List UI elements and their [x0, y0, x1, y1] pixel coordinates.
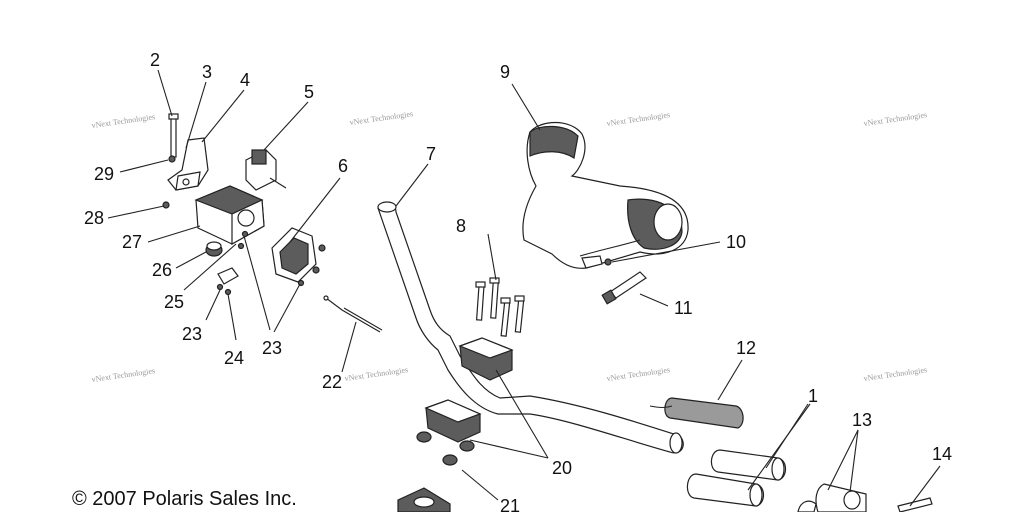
part-bracket — [167, 137, 209, 191]
callout-7: 7 — [426, 144, 436, 164]
part-lower-housing-6 — [271, 227, 326, 283]
callout-24: 24 — [224, 348, 244, 368]
callout-13: 13 — [852, 410, 872, 430]
callout-9: 9 — [500, 62, 510, 82]
part-switch-5 — [245, 149, 287, 191]
watermark: vNext Technologies — [349, 109, 414, 127]
callout-12: 12 — [736, 338, 756, 358]
callout-27: 27 — [122, 232, 142, 252]
callout-14: 14 — [932, 444, 952, 464]
callout-2: 2 — [150, 50, 160, 70]
part-cable-22 — [323, 295, 383, 333]
callout-5: 5 — [304, 82, 314, 102]
part-handlebar-7 — [377, 201, 684, 454]
part-clamp-upper-20 — [458, 337, 514, 381]
watermark: vNext Technologies — [91, 366, 156, 384]
part-tubes-1 — [686, 449, 787, 507]
callout-22: 22 — [322, 372, 342, 392]
watermark: vNext Technologies — [863, 365, 928, 383]
part-screw-10 — [604, 258, 612, 266]
part-rod-14 — [897, 497, 933, 512]
callout-21: 21 — [500, 496, 520, 512]
leader-lines — [107, 69, 941, 507]
watermark: vNext Technologies — [344, 365, 409, 383]
watermark: vNext Technologies — [91, 112, 156, 130]
callout-20: 20 — [552, 458, 572, 478]
part-knob-26 — [205, 241, 223, 257]
callout-4: 4 — [240, 70, 250, 90]
callout-25: 25 — [164, 292, 184, 312]
copyright-notice: © 2007 Polaris Sales Inc. — [72, 488, 297, 510]
callout-6: 6 — [338, 156, 348, 176]
watermark: vNext Technologies — [606, 365, 671, 383]
callout-3: 3 — [202, 62, 212, 82]
part-strap-11 — [601, 271, 647, 305]
part-cover-9 — [522, 122, 689, 269]
callout-29: 29 — [94, 164, 114, 184]
callout-10: 10 — [726, 232, 746, 252]
part-nut-28 — [162, 201, 170, 209]
part-clamp-lower-20 — [416, 399, 482, 466]
callout-8: 8 — [456, 216, 466, 236]
watermark: vNext Technologies — [863, 110, 928, 128]
callout-23-right: 23 — [262, 338, 282, 358]
part-housing-27 — [194, 185, 265, 246]
callout-11: 11 — [674, 298, 693, 318]
callout-labels: 2 3 4 5 29 28 27 26 25 23 24 23 6 7 9 8 … — [84, 50, 952, 512]
callout-28: 28 — [84, 208, 104, 228]
part-bolts-8 — [475, 277, 525, 337]
part-grip-12 — [649, 397, 744, 429]
callout-26: 26 — [152, 260, 172, 280]
callout-1: 1 — [808, 386, 818, 406]
part-bolt-2 — [168, 113, 179, 158]
callout-23-left: 23 — [182, 324, 202, 344]
part-plate-24 — [217, 267, 239, 285]
part-washer-29 — [168, 155, 176, 163]
watermark: vNext Technologies — [606, 110, 671, 128]
part-ends-13 — [797, 483, 867, 512]
part-mount-21 — [397, 487, 451, 512]
